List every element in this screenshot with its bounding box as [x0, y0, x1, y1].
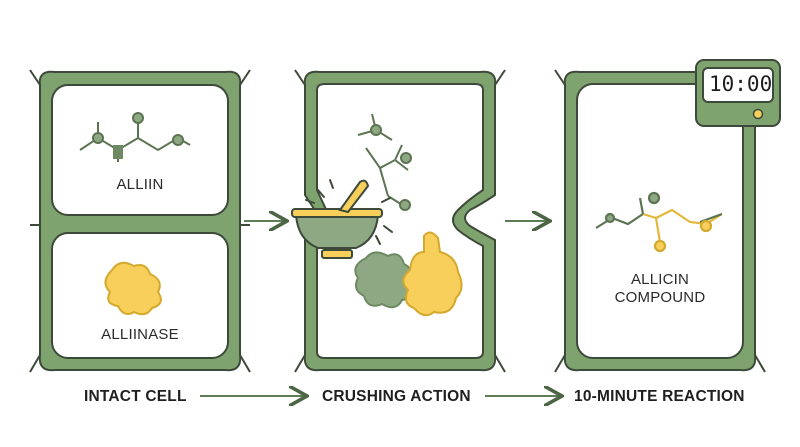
crushed-cell — [291, 69, 506, 373]
intact-cell — [29, 69, 251, 373]
timer-display: 10:00 — [709, 72, 773, 96]
released-alliinase-blob — [402, 231, 463, 317]
released-alliin-blob — [354, 251, 414, 309]
fragmented-alliin-icon — [357, 113, 412, 211]
alliin-label: ALLIIN — [116, 176, 164, 193]
reaction-cell — [554, 59, 781, 373]
step-intact-cell: INTACT CELL — [84, 388, 187, 405]
allicin-label-line2: COMPOUND — [614, 289, 706, 306]
alliin-molecule-icon — [79, 112, 191, 162]
alliinase-enzyme-icon — [104, 261, 162, 316]
alliin-compartment — [51, 84, 229, 216]
impact-lines — [305, 179, 393, 245]
step-crushing-action: CRUSHING ACTION — [322, 388, 471, 405]
alliinase-label: ALLIINASE — [101, 326, 179, 343]
allicin-label-line1: ALLICIN — [630, 271, 690, 288]
allicin-molecule-icon — [595, 191, 723, 253]
mortar-pestle-icon — [291, 179, 383, 259]
step-10-minute-reaction: 10-MINUTE REACTION — [574, 388, 745, 405]
timer-icon — [695, 59, 781, 127]
